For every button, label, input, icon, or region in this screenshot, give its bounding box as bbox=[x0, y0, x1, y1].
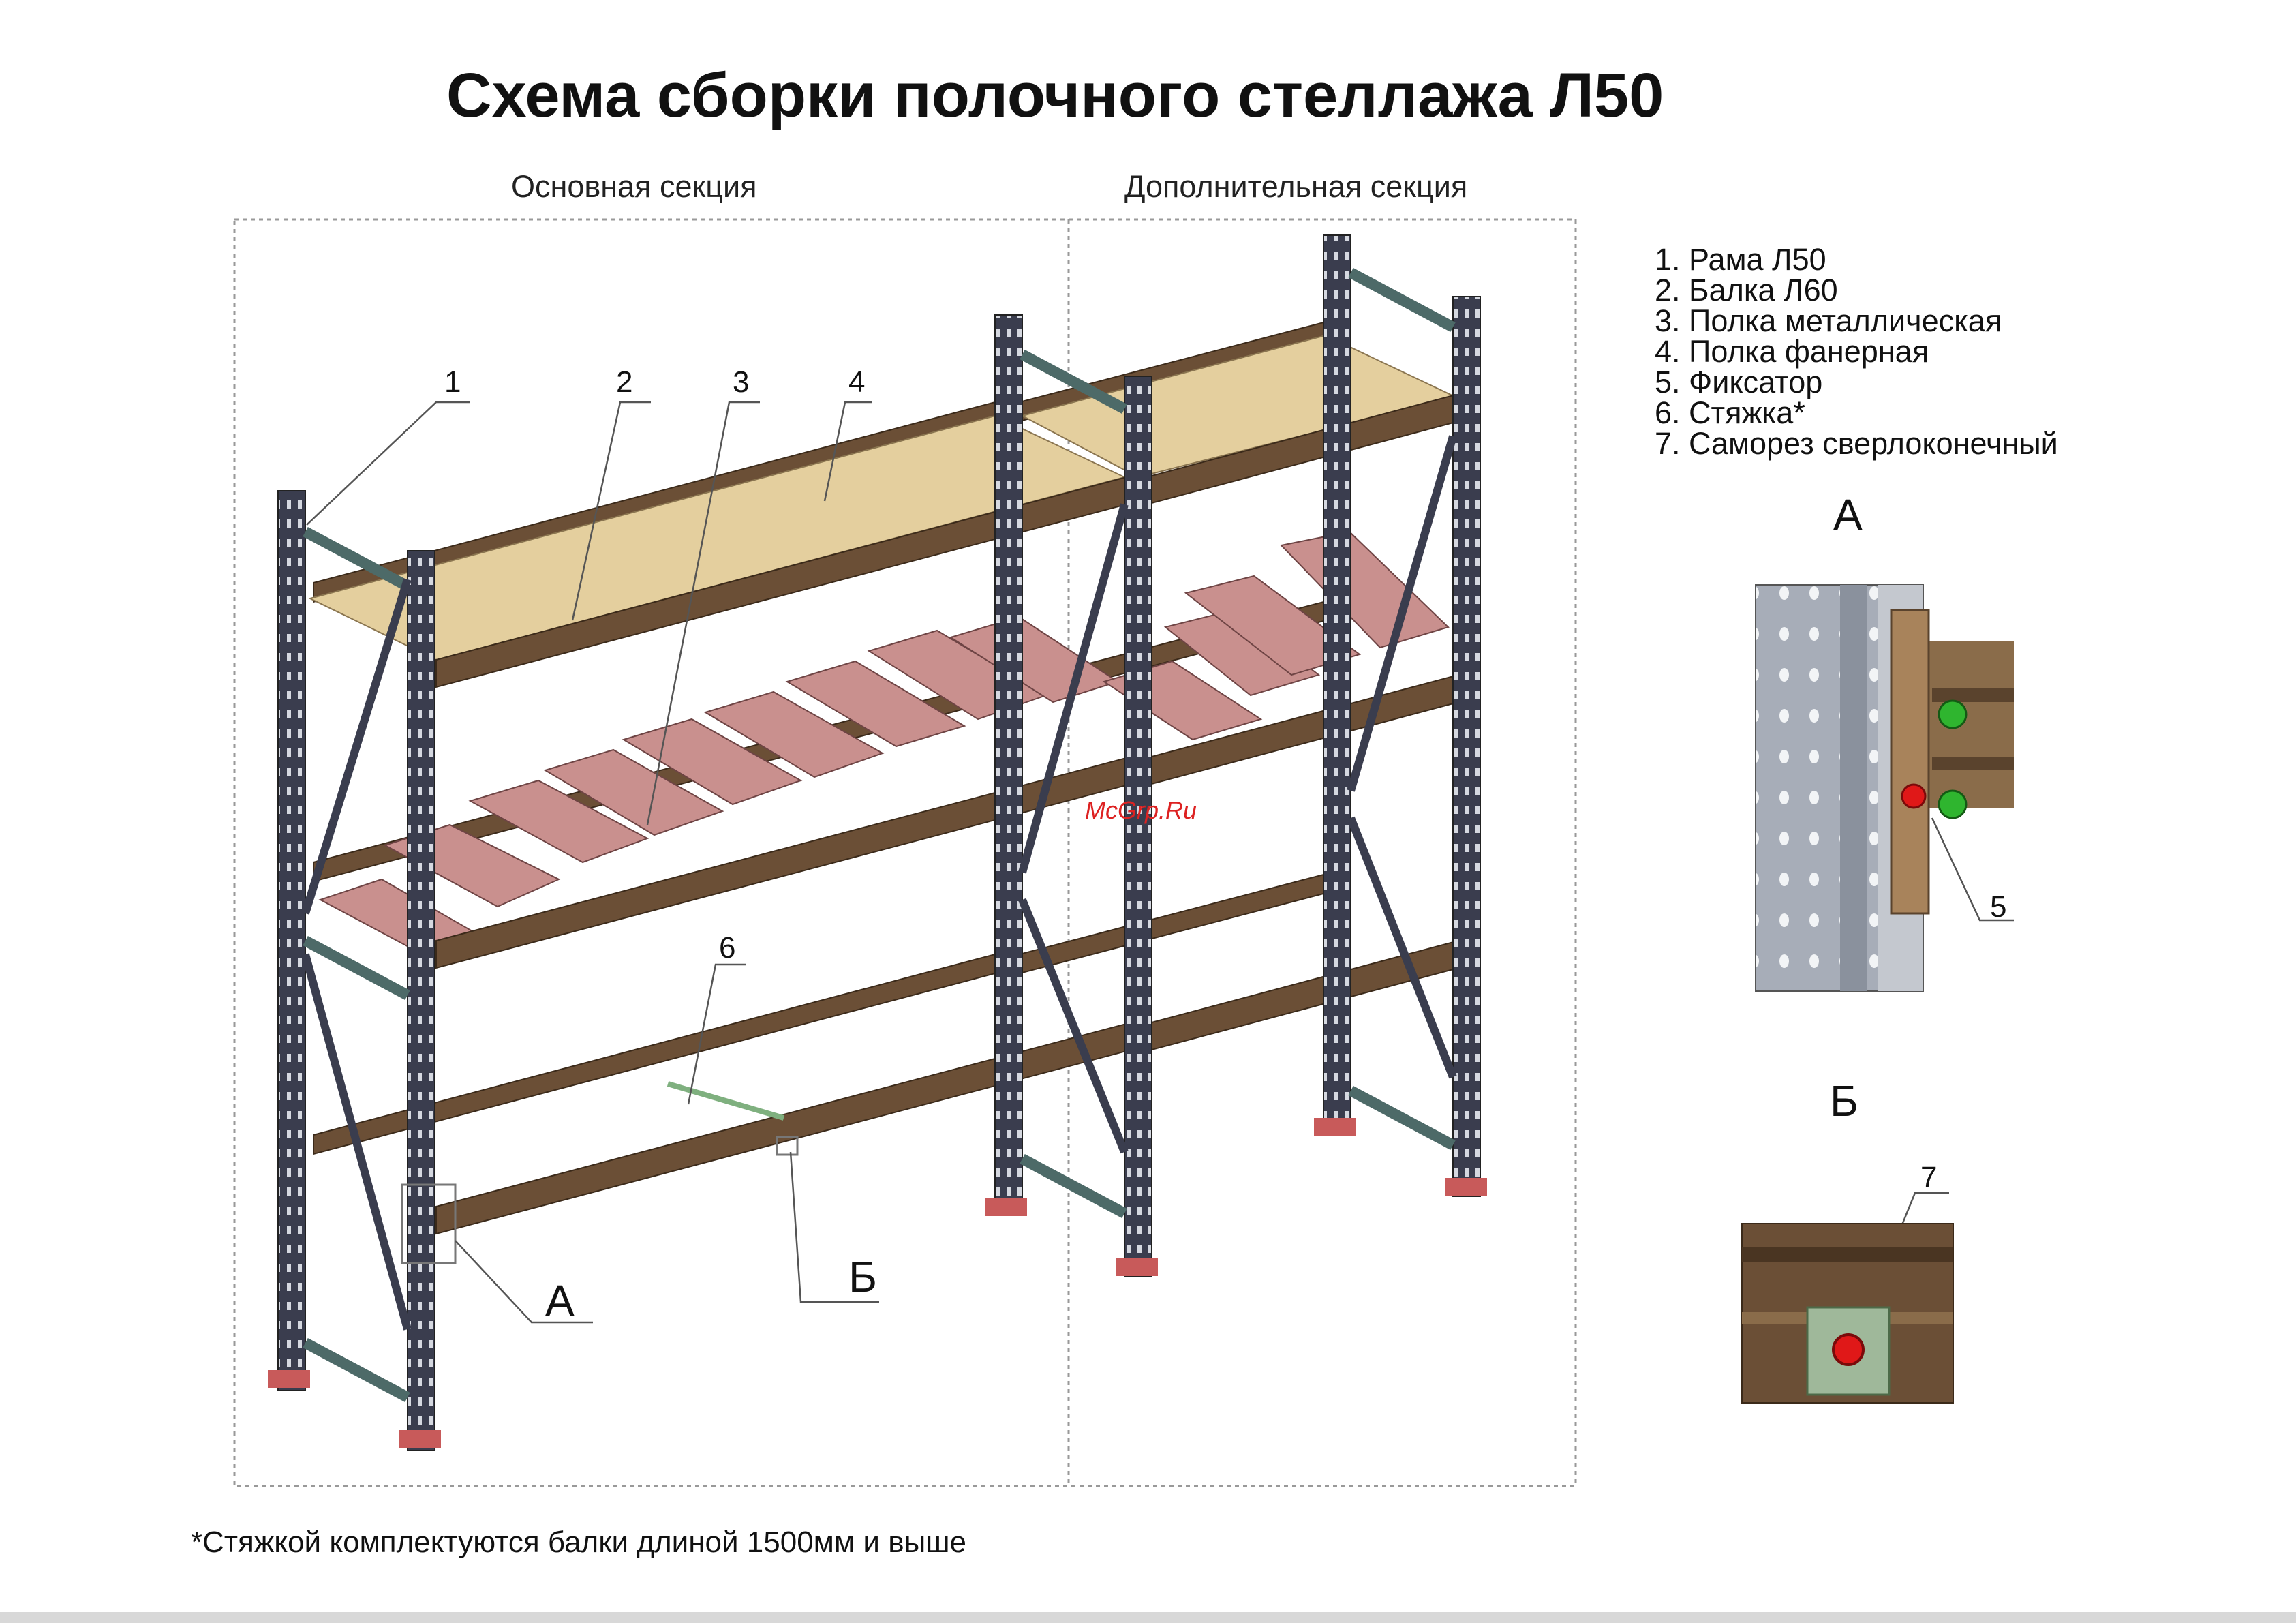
callout-b: Б bbox=[848, 1252, 877, 1301]
detail-a-view bbox=[1756, 585, 2014, 991]
callout-5: 5 bbox=[1990, 890, 2006, 924]
legend-item: 4. Полка фанерная bbox=[1655, 336, 2058, 367]
page-bottom-edge bbox=[0, 1612, 2296, 1623]
callout-a: А bbox=[545, 1276, 575, 1325]
legend-item: 1. Рама Л50 bbox=[1655, 244, 2058, 275]
watermark: McGrp.Ru bbox=[1085, 796, 1197, 825]
frame-left bbox=[268, 491, 441, 1451]
callout-3: 3 bbox=[733, 365, 749, 399]
detail-b-title: Б bbox=[1830, 1076, 1858, 1126]
callout-7: 7 bbox=[1920, 1161, 1937, 1194]
detail-b-view bbox=[1742, 1224, 1953, 1403]
tie-rod bbox=[668, 1084, 784, 1118]
screw-icon bbox=[1833, 1335, 1863, 1365]
footnote: *Стяжкой комплектуются балки длиной 1500… bbox=[191, 1526, 966, 1560]
legend-item: 2. Балка Л60 bbox=[1655, 275, 2058, 305]
legend-item: 7. Саморез сверлоконечный bbox=[1655, 428, 2058, 459]
bolt-icon bbox=[1939, 791, 1966, 818]
callout-1: 1 bbox=[444, 365, 461, 399]
legend-item: 5. Фиксатор bbox=[1655, 367, 2058, 397]
legend-item: 3. Полка металлическая bbox=[1655, 305, 2058, 336]
bolt-icon bbox=[1939, 701, 1966, 728]
callout-2: 2 bbox=[616, 365, 632, 399]
callout-4: 4 bbox=[848, 365, 865, 399]
fixer-pin-icon bbox=[1902, 785, 1925, 808]
detail-a-title: А bbox=[1833, 489, 1863, 540]
parts-legend: 1. Рама Л50 2. Балка Л60 3. Полка металл… bbox=[1655, 244, 2058, 459]
legend-item: 6. Стяжка* bbox=[1655, 397, 2058, 428]
callout-6: 6 bbox=[719, 931, 735, 965]
